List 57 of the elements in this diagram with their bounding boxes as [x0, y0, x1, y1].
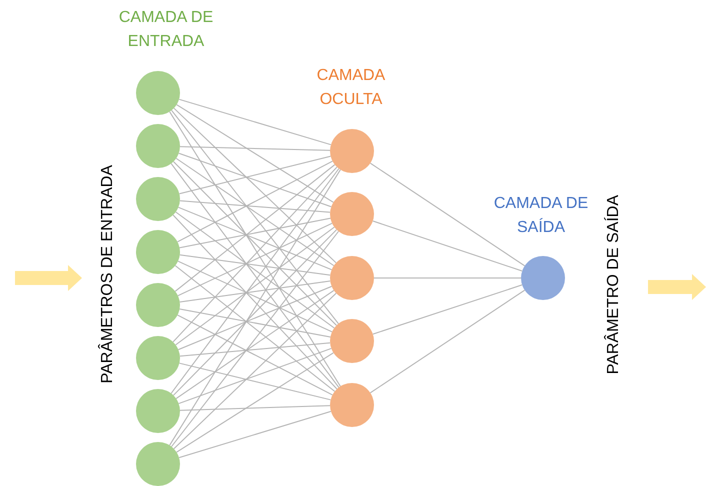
connection-line — [179, 254, 331, 276]
connection-line — [174, 265, 336, 392]
connection-line — [175, 226, 335, 346]
connection-line — [178, 152, 332, 208]
neuron-circle — [136, 124, 180, 168]
connection-line — [176, 290, 334, 400]
connection-line — [169, 111, 341, 387]
neuron-circle — [330, 319, 374, 363]
connection-line — [179, 308, 331, 338]
connection-line — [179, 342, 331, 357]
neuron-circle — [330, 383, 374, 427]
connection-line — [177, 160, 333, 242]
connection-line — [174, 164, 336, 292]
connection-line — [173, 292, 337, 450]
connection-line — [178, 362, 332, 400]
connection-line — [178, 286, 332, 350]
connection-line — [370, 162, 526, 266]
axis-title: PARÂMETRO DE SAÍDA — [604, 195, 623, 374]
connection-line — [177, 222, 333, 296]
neuron-circle — [330, 192, 374, 236]
connection-line — [372, 220, 523, 272]
layer-title: CAMADA DE ENTRADA — [118, 8, 214, 52]
neuron-circle — [330, 129, 374, 173]
connection-line — [173, 108, 337, 264]
neuron-circle — [136, 336, 180, 380]
connection-line — [178, 206, 332, 270]
neuron-circle — [136, 177, 180, 221]
neuron-circle — [521, 256, 565, 300]
connection-line — [176, 352, 334, 453]
neuron-circle — [136, 442, 180, 486]
connection-line — [170, 230, 340, 448]
layer-title: CAMADA DE SAÍDA — [492, 194, 590, 238]
connection-line — [370, 290, 526, 394]
connection-line — [179, 218, 331, 248]
connection-line — [180, 405, 330, 411]
connection-line — [179, 280, 331, 302]
connection-line — [178, 98, 332, 146]
neuron-circle — [136, 71, 180, 115]
connection-line — [176, 104, 334, 203]
connection-line — [179, 200, 331, 213]
neuron-circle — [136, 389, 180, 433]
layer-title: CAMADA OCULTA — [316, 66, 386, 110]
neuron-circle — [136, 283, 180, 327]
neuron-circle — [136, 230, 180, 274]
connection-line — [178, 410, 332, 458]
connection-line — [180, 146, 330, 151]
connection-line — [175, 212, 335, 328]
connection-line — [372, 284, 523, 335]
neuron-circle — [330, 256, 374, 300]
axis-title: PARÂMETROS DE ENTRADA — [98, 165, 117, 384]
connection-line — [171, 110, 339, 324]
connection-line — [178, 260, 332, 332]
connection-line — [177, 314, 333, 396]
connection-line — [176, 158, 334, 266]
connection-line — [178, 156, 332, 194]
connection-line — [169, 169, 341, 446]
connection-line — [178, 348, 332, 404]
